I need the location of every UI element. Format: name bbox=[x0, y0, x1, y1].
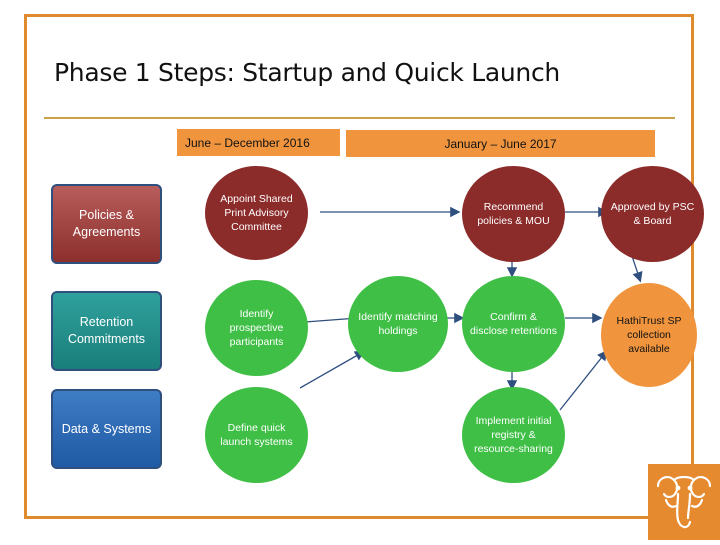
node-collection-available: HathiTrust SP collection available bbox=[601, 283, 697, 387]
slide-frame bbox=[24, 14, 694, 519]
arrow-approved-to-collection bbox=[631, 255, 643, 283]
elephant-logo-icon bbox=[648, 464, 720, 540]
node-recommend-policies: Recommend policies & MOU bbox=[462, 166, 565, 262]
node-define-systems: Define quick launch systems bbox=[205, 387, 308, 483]
title-divider bbox=[44, 117, 675, 119]
period-band-2017: January – June 2017 bbox=[346, 130, 655, 157]
node-appoint-committee: Appoint Shared Print Advisory Committee bbox=[205, 166, 308, 260]
node-implement-registry: Implement initial registry & resource-sh… bbox=[462, 387, 565, 483]
node-identify-participants: Identify prospective participants bbox=[205, 280, 308, 376]
row-label-policies: Policies & Agreements bbox=[51, 184, 162, 264]
period-band-2016: June – December 2016 bbox=[177, 129, 340, 156]
row-label-data-systems: Data & Systems bbox=[51, 389, 162, 469]
slide-title: Phase 1 Steps: Startup and Quick Launch bbox=[54, 58, 560, 87]
node-confirm-retentions: Confirm & disclose retentions bbox=[462, 276, 565, 372]
arrow-implement-to-collection bbox=[559, 349, 608, 411]
arrow-systems-to-holdings bbox=[299, 350, 366, 389]
node-identify-holdings: Identify matching holdings bbox=[348, 276, 448, 372]
row-label-retention: Retention Commitments bbox=[51, 291, 162, 371]
node-approved-board: Approved by PSC & Board bbox=[601, 166, 704, 262]
